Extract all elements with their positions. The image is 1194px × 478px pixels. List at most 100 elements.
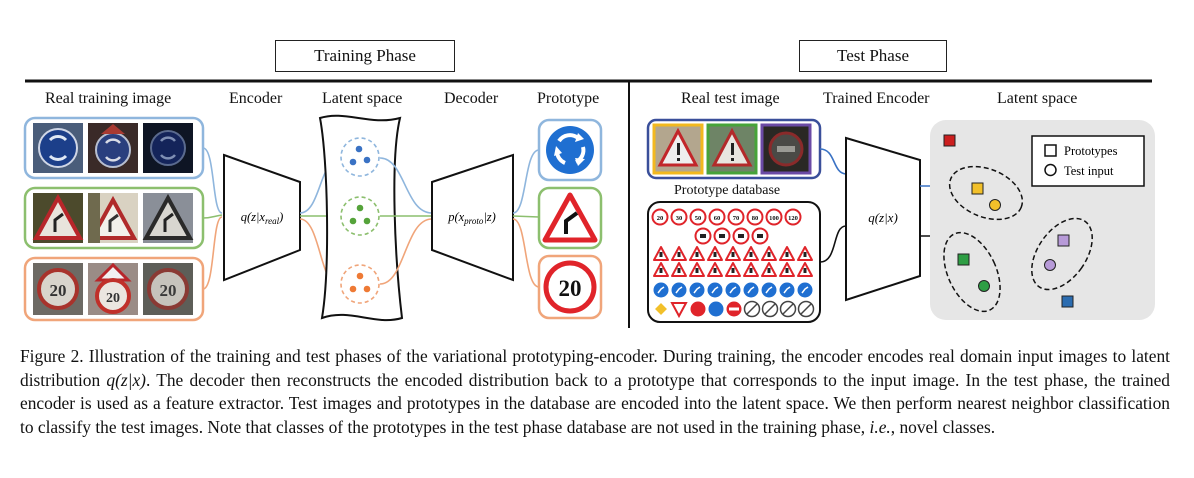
db-sign-glyph [749, 252, 753, 257]
figure-2: 20 20 20 [23, 79, 1155, 328]
db-sign-glyph [785, 268, 789, 273]
training-decoder-formula: p(xproto|z) [447, 210, 496, 226]
latent-prototype-green [957, 253, 970, 266]
db-sign-glyph [746, 303, 758, 315]
photo-curve-2 [88, 193, 138, 243]
caption-text-1: Illustration of the training and test ph… [20, 346, 1170, 390]
latent-cluster-orange [340, 264, 380, 304]
latent-prototype-purple [1057, 234, 1070, 247]
db-sign-glyph [782, 303, 794, 315]
photo-roundabout-1 [33, 123, 83, 173]
svg-text:20: 20 [160, 281, 177, 300]
training-decoder [431, 153, 514, 282]
photo-speed-2: 20 [88, 262, 138, 315]
svg-text:20: 20 [106, 291, 120, 306]
header-latent-space: Latent space [322, 90, 403, 107]
db-sign-glyph [729, 307, 739, 311]
latent-cluster-ellipse-1 [948, 165, 1024, 221]
test-phase-title-text: Test Phase [837, 46, 909, 65]
db-stop-sign [690, 301, 706, 317]
db-speed-sign: 20 [651, 208, 669, 226]
photo-curve-1 [32, 193, 84, 243]
trained-encoder-formula: q(z|x) [868, 210, 898, 225]
latent-test-input-yellow [989, 199, 1001, 211]
latent-cluster-ellipse-2 [943, 231, 1001, 313]
training-image-rows: 20 20 20 [23, 116, 205, 322]
prototype-speed-sign: 20 [543, 260, 597, 314]
training-prototypes: 20 [537, 118, 603, 320]
db-sign-glyph [729, 286, 737, 294]
latent-test-input-purple [1044, 259, 1056, 271]
decoder-prototype-connectors [512, 149, 540, 288]
header-encoder: Encoder [229, 90, 283, 107]
db-yield-sign [670, 302, 688, 319]
prototype-database-label: Prototype database [674, 183, 781, 198]
svg-text:30: 30 [676, 215, 683, 222]
db-sign-glyph [713, 268, 717, 273]
training-phase-title: Training Phase [275, 40, 455, 72]
db-sign-glyph [738, 234, 744, 238]
header-real-training-image: Real training image [45, 90, 172, 107]
test-photo-2 [706, 123, 758, 175]
svg-text:80: 80 [752, 215, 759, 222]
db-sign-glyph [695, 268, 699, 273]
db-sign-glyph [800, 303, 812, 315]
photo-speed-1: 20 [33, 263, 83, 315]
db-sign-glyph [711, 286, 719, 294]
db-speed-sign: 80 [746, 208, 764, 226]
photo-speed-3: 20 [143, 263, 193, 315]
db-sign-glyph [695, 252, 699, 257]
db-sign-glyph [765, 286, 773, 294]
svg-text:120: 120 [788, 215, 798, 222]
db-sign-glyph [749, 268, 753, 273]
db-sign-glyph [803, 268, 807, 273]
test-image-connector [819, 148, 847, 175]
db-sign-glyph [801, 286, 809, 294]
db-sign-glyph [657, 286, 665, 294]
training-encoder-connectors [202, 147, 223, 290]
caption-math: q(z|x) [106, 369, 146, 390]
caption-label: Figure 2. [20, 346, 84, 366]
db-mandatory-sign [708, 301, 724, 317]
db-sign-glyph [659, 268, 663, 273]
legend-test-input-marker [1044, 163, 1057, 177]
latent-cluster-green [340, 196, 380, 236]
db-sign-glyph [803, 252, 807, 257]
legend-prototypes-label: Prototypes [1064, 144, 1118, 158]
test-photo-1 [652, 123, 704, 175]
db-sign-glyph [783, 286, 791, 294]
latent-prototype-yellow [971, 182, 984, 195]
header-trained-encoder: Trained Encoder [823, 90, 930, 107]
db-sign-glyph [767, 268, 771, 273]
latent-decoder-connectors [379, 157, 433, 285]
legend-test-input-label: Test input [1064, 164, 1114, 178]
test-phase-title: Test Phase [799, 40, 947, 72]
header-decoder: Decoder [444, 90, 499, 107]
photo-roundabout-2 [88, 123, 138, 173]
latent-cluster-ellipse-3 [1031, 217, 1093, 291]
latent-prototype-blue [1061, 295, 1074, 308]
header-test-latent-space: Latent space [997, 90, 1078, 107]
prototype-curve-sign [542, 192, 598, 243]
prototype-roundabout-sign [546, 126, 594, 174]
header-real-test-image: Real test image [681, 90, 780, 107]
db-sign-glyph [713, 252, 717, 257]
db-sign-glyph [747, 286, 755, 294]
test-photo-3 [760, 123, 812, 175]
svg-text:50: 50 [695, 215, 702, 222]
db-sign-glyph [757, 234, 763, 238]
db-sign-glyph [677, 252, 681, 257]
db-sign-glyph [785, 252, 789, 257]
training-encoder [223, 153, 301, 282]
svg-text:60: 60 [714, 215, 721, 222]
training-latent-block [318, 114, 404, 322]
caption-emphasis: i.e. [869, 416, 891, 437]
prototype-database-signs: 20 30 50 60 70 80 100 120 [651, 208, 815, 319]
svg-text:20: 20 [50, 281, 67, 300]
caption-text-3: , novel classes. [890, 416, 996, 437]
svg-text:70: 70 [733, 215, 740, 222]
database-connector [819, 225, 847, 263]
svg-text:100: 100 [769, 215, 779, 222]
latent-test-input-green [978, 280, 990, 292]
legend-prototype-marker [1044, 144, 1057, 157]
